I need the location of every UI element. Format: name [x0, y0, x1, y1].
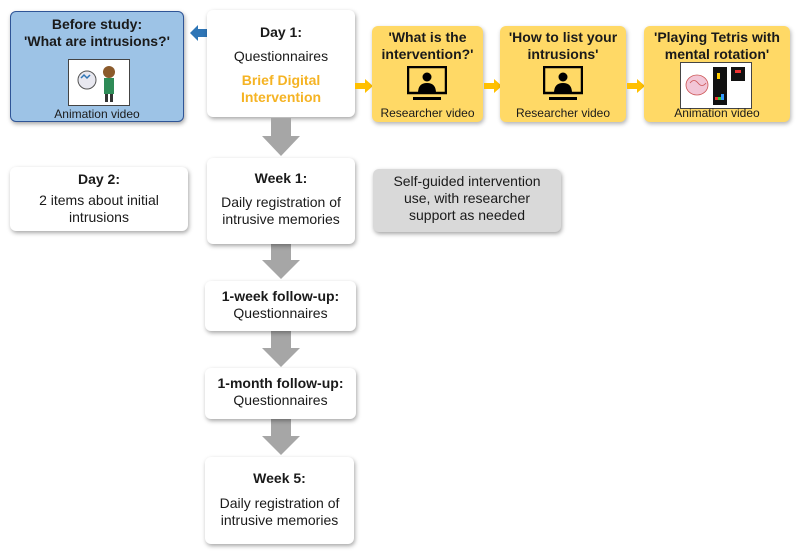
- week5-line2: intrusive memories: [220, 512, 339, 528]
- week5-title: Week 5:: [253, 470, 306, 486]
- day1-highlight-line2: Intervention: [240, 89, 322, 105]
- animation-thumbnail: [68, 59, 130, 106]
- day2-box: Day 2: 2 items about initial intrusions: [10, 167, 188, 231]
- monitor-person-icon: [407, 66, 447, 100]
- yellow-arrow-3: [627, 79, 645, 93]
- self-guided-line2: use, with researcher: [403, 190, 531, 206]
- video2-title-line1: 'How to list your: [508, 29, 618, 45]
- followup-1month-line1: Questionnaires: [233, 392, 328, 408]
- video3-title-line1: 'Playing Tetris with: [654, 29, 780, 45]
- day1-highlight-line1: Brief Digital: [241, 72, 321, 88]
- video-box-tetris: 'Playing Tetris with mental rotation' An…: [644, 26, 790, 122]
- followup-1month-box: 1-month follow-up: Questionnaires: [205, 368, 356, 419]
- before-study-caption: Animation video: [54, 107, 140, 121]
- day2-line2: intrusions: [69, 209, 129, 225]
- yellow-arrow-1: [355, 79, 373, 93]
- day1-questionnaires: Questionnaires: [233, 48, 329, 64]
- followup-1week-box: 1-week follow-up: Questionnaires: [205, 281, 356, 331]
- day2-line1: 2 items about initial: [39, 192, 159, 208]
- monitor-person-icon: [543, 66, 583, 100]
- self-guided-line1: Self-guided intervention: [393, 173, 541, 189]
- video2-title-line2: intrusions': [527, 46, 599, 62]
- self-guided-line3: support as needed: [409, 207, 525, 223]
- week1-title: Week 1:: [254, 170, 308, 186]
- video3-title-line2: mental rotation': [664, 46, 770, 62]
- down-arrow-3: [262, 331, 300, 367]
- tetris-thumbnail: [680, 62, 752, 109]
- video-box-list-intrusions: 'How to list your intrusions' Researcher…: [500, 26, 626, 122]
- down-arrow-1: [262, 118, 300, 156]
- before-study-title: Before study:: [51, 16, 143, 32]
- video3-caption: Animation video: [674, 106, 760, 120]
- video1-caption: Researcher video: [380, 106, 475, 120]
- week5-box: Week 5: Daily registration of intrusive …: [205, 457, 354, 544]
- blue-left-arrow: [190, 25, 210, 41]
- day1-title: Day 1:: [259, 24, 303, 40]
- day2-title: Day 2:: [77, 171, 121, 187]
- yellow-arrow-2: [484, 79, 502, 93]
- down-arrow-4: [262, 419, 300, 455]
- video1-title-line1: 'What is the: [388, 29, 467, 45]
- before-study-subtitle: 'What are intrusions?': [24, 33, 170, 49]
- followup-1week-line1: Questionnaires: [233, 305, 328, 321]
- week1-line2: intrusive memories: [222, 211, 340, 227]
- followup-1month-title: 1-month follow-up:: [217, 375, 344, 391]
- self-guided-box: Self-guided intervention use, with resea…: [373, 169, 561, 232]
- video-box-intervention: 'What is the intervention?' Researcher v…: [372, 26, 483, 122]
- day1-box: Day 1: Questionnaires Brief Digital Inte…: [207, 10, 355, 117]
- week5-line1: Daily registration of: [219, 495, 340, 511]
- video1-title-line2: intervention?': [381, 46, 474, 62]
- cartoon-character-icon: [77, 66, 115, 102]
- week1-box: Week 1: Daily registration of intrusive …: [207, 158, 355, 244]
- video2-caption: Researcher video: [515, 106, 611, 120]
- tetris-screenshot-icon: [685, 67, 745, 105]
- week1-line1: Daily registration of: [221, 194, 341, 210]
- down-arrow-2: [262, 243, 300, 279]
- before-study-box: Before study: 'What are intrusions?' Ani…: [10, 11, 184, 122]
- followup-1week-title: 1-week follow-up:: [221, 288, 340, 304]
